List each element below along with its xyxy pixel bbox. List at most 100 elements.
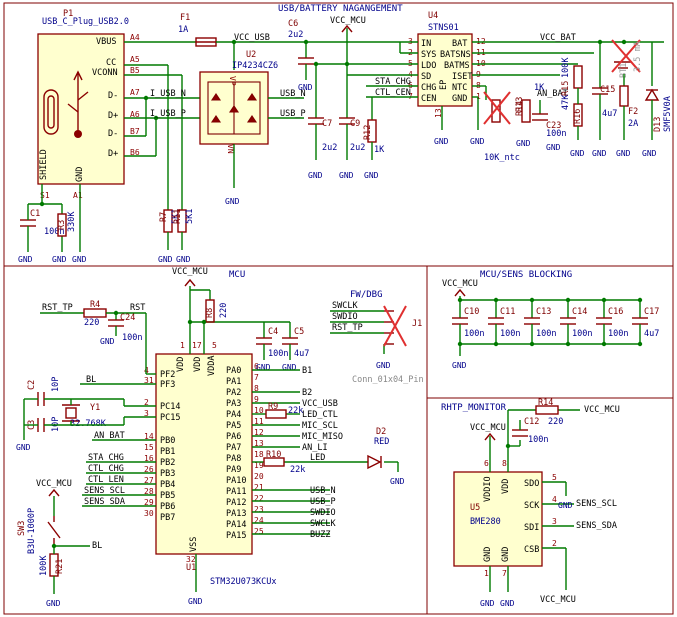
svg-text:2A: 2A [628,119,638,129]
net-bl-button: BL [92,541,102,551]
gnd-label: GND [72,255,87,264]
svg-text:SHIELD: SHIELD [39,149,49,180]
svg-text:SYS: SYS [421,50,436,60]
net-an-bat-mcu: AN_BAT [94,431,125,441]
svg-text:Y1: Y1 [90,403,100,413]
net-led-ctl: LED_CTL [302,410,338,420]
mcu-pin-pa1: PA1 [226,377,241,387]
mcu-pin-number: 14 [144,432,154,441]
capacitor-c9: C9 2u2 [339,110,365,160]
svg-text:2u2: 2u2 [350,143,365,153]
gnd-label: GND [516,139,531,148]
gnd-label: GND [500,599,515,608]
svg-text:SW3: SW3 [17,521,27,536]
svg-text:SCK: SCK [524,501,540,511]
net-sens-scl: SENS_SCL [576,499,617,509]
svg-text:C23: C23 [546,121,561,131]
svg-text:B5: B5 [130,66,140,75]
net-swdio-dbg: SWDIO [332,312,358,322]
svg-text:R7: R7 [159,212,169,222]
svg-text:F2: F2 [628,107,638,117]
svg-text:R15: R15 [561,81,571,96]
svg-text:D-: D- [108,91,118,101]
svg-text:100K: 100K [39,555,49,576]
sensor-u5: U5 BME280 VDDIO VDD GND GND SDO SCK SDI … [453,459,557,578]
section-title-blocking: MCU/SENS BLOCKING [480,270,572,280]
svg-text:R13: R13 [515,97,525,112]
gnd-label: GND [298,83,313,92]
debug-connector-j1: SWCLK SWDIO RST_TP J1 Conn_01x04_Pin GND [330,301,424,385]
svg-text:CSB: CSB [524,545,539,555]
cap-value: 100n [464,329,484,339]
svg-text:VCONN: VCONN [92,68,118,78]
section-title-fw-dbg: FW/DBG [350,290,383,300]
svg-text:D13: D13 [653,117,663,132]
svg-text:D+: D+ [108,111,118,121]
svg-text:100n: 100n [44,227,64,237]
svg-text:A5: A5 [130,55,140,64]
svg-text:32: 32 [186,555,196,564]
svg-text:C4: C4 [268,327,278,337]
svg-text:STM32U073KCUx: STM32U073KCUx [210,577,277,587]
svg-text:10P: 10P [51,377,61,392]
net-i-usb-p: I_USB_P [150,109,186,119]
cap-value: 100n [572,329,592,339]
svg-text:A7: A7 [130,88,140,97]
svg-text:GND: GND [483,547,493,562]
mcu-pin-pc14: PC14 [160,402,180,412]
net-ctl-len-mcu: CTL_LEN [88,475,124,485]
cap-value: 4u7 [644,329,659,339]
mcu-pin-pa11: PA11 [226,487,246,497]
svg-text:5K1: 5K1 [171,209,181,224]
svg-text:SD: SD [421,72,431,82]
gnd-label: GND [434,137,449,146]
net-b2: B2 [302,388,312,398]
usb-c-connector-p1: P1 USB_C_Plug_USB2.0 VBUS CC VCONN D- D+… [37,9,140,200]
svg-text:8: 8 [502,459,507,468]
cap-value: 100n [536,329,556,339]
net-sens-scl-mcu: SENS_SCL [84,486,125,496]
svg-text:7: 7 [502,569,507,578]
cap-ref: C11 [500,307,515,317]
net-mic-miso: MIC_MISO [302,432,343,442]
capacitor-c6: C6 2u2 [288,19,314,80]
svg-text:R10: R10 [266,450,281,460]
capacitor-c24: C24 100n [108,313,142,343]
mcu-pin-number: 25 [254,527,264,536]
tvs-diode-d13: D13 SMF5V0A [644,42,673,140]
net-buzz: BUZZ [310,530,330,540]
gnd-label: GND [16,443,31,452]
mcu-pin-number: 9 [254,395,259,404]
mcu-pin-number: 15 [144,443,154,452]
mcu-pin-number: 29 [144,498,154,507]
capacitor-c7: C7 2u2 [308,117,337,160]
svg-text:32.768K: 32.768K [70,419,107,429]
thermistor-r13: R13 10K_ntc [483,91,525,163]
svg-text:VSS: VSS [189,537,199,552]
mcu-pin-number: 2 [144,398,149,407]
svg-text:100K: 100K [561,57,571,78]
svg-text:2: 2 [552,539,557,548]
svg-text:2u2: 2u2 [322,143,337,153]
mcu-pin-pc15: PC15 [160,413,180,423]
resistor-r21: R21 100K [39,546,65,594]
mcu-pin-number: 20 [254,472,264,481]
gnd-label: GND [158,255,173,264]
svg-text:100n: 100n [528,435,548,445]
svg-text:22k: 22k [290,465,305,475]
svg-text:3: 3 [552,517,557,526]
resistor-r11: R11 5K1 [173,209,195,250]
mcu-pin-number: 24 [254,516,264,525]
mcu-pin-pb3: PB3 [160,469,175,479]
net-ctl-cen: CTL_CEN [375,88,411,98]
mcu-pin-number: 16 [144,454,154,463]
net-rst: RST [130,303,145,313]
net-ctl-chg-mcu: CTL_CHG [88,464,124,474]
net-vcc-usb-mcu: VCC_USB [302,399,338,409]
resistor-r12: R12 1K [363,119,385,160]
capacitor-c23: C23 100n [532,100,566,139]
